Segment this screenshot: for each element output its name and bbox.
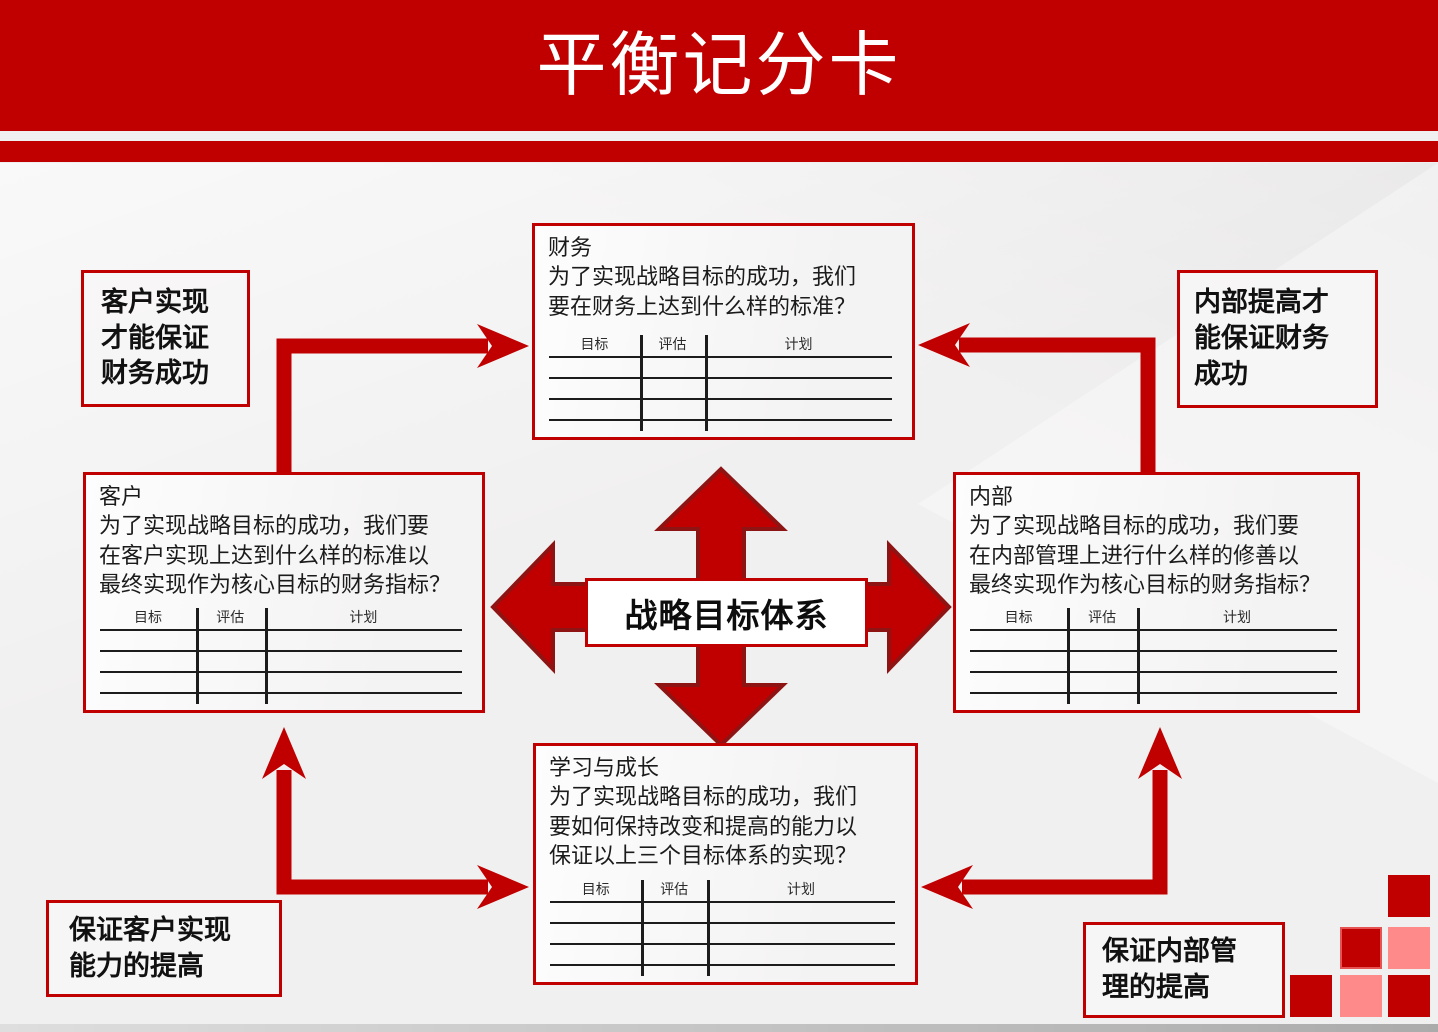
arrowhead-left-icon bbox=[918, 323, 970, 367]
decor-square bbox=[1388, 975, 1430, 1017]
decor-square bbox=[1290, 975, 1332, 1017]
arrowhead-right-icon bbox=[477, 324, 529, 368]
table-divider bbox=[706, 880, 710, 976]
table-col-goal: 目标 bbox=[1004, 609, 1033, 625]
table-row-line bbox=[549, 358, 892, 379]
table-row-line bbox=[970, 673, 1337, 694]
table-row-line bbox=[549, 400, 892, 421]
strategy-goal-label: 战略目标体系 bbox=[624, 596, 829, 634]
table-row-line bbox=[100, 631, 462, 652]
table-divider bbox=[639, 335, 643, 431]
table-col-goal: 目标 bbox=[580, 336, 609, 352]
internal-panel: 内部 为了实现战略目标的成功，我们要 在内部管理上进行什么样的修善以 最终实现作… bbox=[953, 472, 1360, 713]
customer-table: 目标 评估 计划 bbox=[100, 608, 462, 704]
arrowhead-up-icon bbox=[262, 727, 306, 779]
finance-panel-title: 财务 bbox=[548, 235, 593, 260]
arrow-internal-to-finance bbox=[959, 337, 1156, 473]
table-divider bbox=[195, 608, 199, 704]
strategy-goal-box: 战略目标体系 bbox=[585, 578, 868, 647]
learning-growth-panel: 学习与成长 为了实现战略目标的成功，我们 要如何保持改变和提高的能力以 保证以上… bbox=[533, 743, 918, 985]
decor-square bbox=[1388, 927, 1430, 969]
table-col-plan: 计划 bbox=[349, 609, 378, 625]
table-row-line bbox=[100, 652, 462, 673]
finance-panel: 财务 为了实现战略目标的成功，我们 要在财务上达到什么样的标准？ 目标 评估 计… bbox=[532, 223, 915, 440]
table-header-row: 目标 评估 计划 bbox=[549, 335, 892, 358]
table-col-assess: 评估 bbox=[658, 336, 687, 352]
corner-label-bottom-left: 保证客户实现 能力的提高 bbox=[46, 900, 282, 997]
customer-panel: 客户 为了实现战略目标的成功，我们要 在客户实现上达到什么样的标准以 最终实现作… bbox=[83, 472, 485, 713]
table-row-line bbox=[550, 903, 895, 924]
arrowhead-right-icon bbox=[477, 865, 529, 909]
corner-label-top-right: 内部提高才 能保证财务 成功 bbox=[1177, 270, 1378, 408]
title-bar: 平衡记分卡 bbox=[0, 0, 1438, 131]
finance-table: 目标 评估 计划 bbox=[549, 335, 892, 431]
decor-square bbox=[1340, 975, 1382, 1017]
table-row-line bbox=[549, 379, 892, 400]
customer-panel-title: 客户 bbox=[99, 484, 144, 509]
arrowhead-left-icon bbox=[921, 865, 973, 909]
arrow-customer-to-finance bbox=[276, 338, 488, 473]
table-row-line bbox=[550, 945, 895, 966]
table-col-assess: 评估 bbox=[660, 881, 689, 897]
internal-panel-title: 内部 bbox=[969, 484, 1014, 509]
table-header-row: 目标 评估 计划 bbox=[100, 608, 462, 631]
decor-square bbox=[1388, 875, 1430, 917]
learning-growth-table: 目标 评估 计划 bbox=[550, 880, 895, 976]
page-title: 平衡记分卡 bbox=[536, 26, 902, 104]
table-divider bbox=[1136, 608, 1140, 704]
table-col-plan: 计划 bbox=[784, 336, 813, 352]
table-divider bbox=[264, 608, 268, 704]
arrow-growth-to-internal bbox=[962, 770, 1168, 895]
table-col-plan: 计划 bbox=[786, 881, 815, 897]
learning-growth-panel-title: 学习与成长 bbox=[549, 755, 660, 780]
table-divider bbox=[641, 880, 645, 976]
table-col-goal: 目标 bbox=[133, 609, 162, 625]
learning-growth-panel-body: 为了实现战略目标的成功，我们 要如何保持改变和提高的能力以 保证以上三个目标体系… bbox=[549, 784, 858, 868]
corner-label-top-left: 客户实现 才能保证 财务成功 bbox=[81, 270, 250, 407]
table-header-row: 目标 评估 计划 bbox=[970, 608, 1337, 631]
table-col-plan: 计划 bbox=[1222, 609, 1251, 625]
table-col-assess: 评估 bbox=[1088, 609, 1117, 625]
table-row-line bbox=[100, 673, 462, 694]
table-divider bbox=[705, 335, 709, 431]
table-row-line bbox=[550, 924, 895, 945]
finance-panel-body: 为了实现战略目标的成功，我们 要在财务上达到什么样的标准？ bbox=[548, 264, 857, 319]
arrowhead-up-icon bbox=[1138, 727, 1182, 779]
table-col-goal: 目标 bbox=[581, 881, 610, 897]
table-divider bbox=[1067, 608, 1071, 704]
header-stripe bbox=[0, 141, 1438, 162]
bottom-bar bbox=[0, 1024, 1438, 1032]
table-col-assess: 评估 bbox=[216, 609, 245, 625]
arrow-growth-to-customer bbox=[276, 770, 488, 895]
internal-panel-body: 为了实现战略目标的成功，我们要 在内部管理上进行什么样的修善以 最终实现作为核心… bbox=[969, 513, 1322, 597]
customer-panel-body: 为了实现战略目标的成功，我们要 在客户实现上达到什么样的标准以 最终实现作为核心… bbox=[99, 513, 452, 597]
table-row-line bbox=[970, 652, 1337, 673]
internal-table: 目标 评估 计划 bbox=[970, 608, 1337, 704]
corner-label-bottom-right: 保证内部管 理的提高 bbox=[1083, 922, 1285, 1018]
table-header-row: 目标 评估 计划 bbox=[550, 880, 895, 903]
table-row-line bbox=[970, 631, 1337, 652]
decor-square bbox=[1340, 927, 1382, 969]
